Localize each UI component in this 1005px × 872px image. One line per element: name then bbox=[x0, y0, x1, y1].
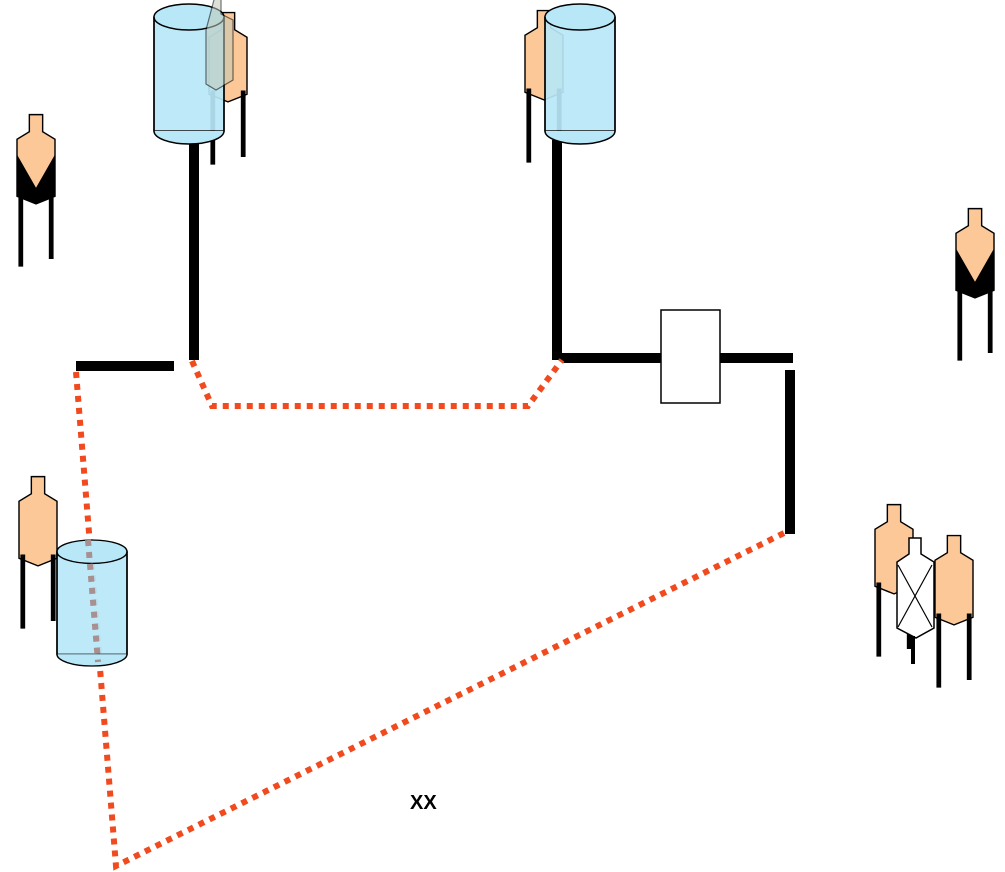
walls bbox=[76, 140, 795, 534]
target-icon bbox=[17, 115, 55, 267]
path-through-barrel bbox=[85, 539, 101, 663]
target-top-left-overlap bbox=[205, 0, 234, 91]
no-shoot-target-icon bbox=[896, 537, 935, 664]
target-icon bbox=[935, 536, 973, 688]
path-outer-loop bbox=[73, 371, 788, 871]
diagram-label: XX bbox=[410, 792, 437, 814]
shooter-path bbox=[73, 358, 788, 871]
target-icon bbox=[956, 209, 994, 361]
barrel-icon bbox=[544, 3, 616, 145]
target-icon bbox=[19, 477, 57, 629]
path-top-segment bbox=[189, 358, 565, 409]
door-icon bbox=[660, 309, 721, 404]
